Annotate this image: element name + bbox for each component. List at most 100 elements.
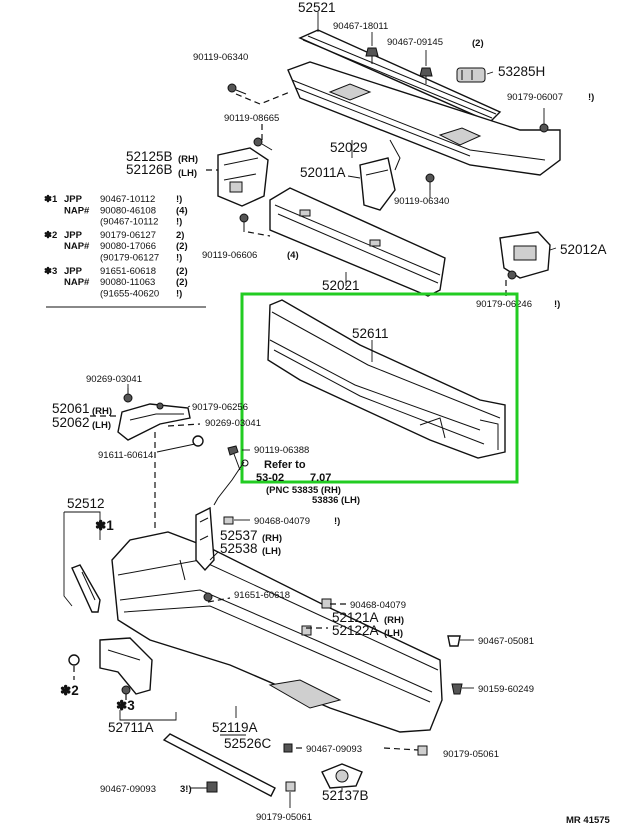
bracket-53285H	[456, 67, 486, 83]
label-mark-2: ✽2	[60, 683, 79, 698]
clip-91611-60614	[192, 435, 204, 447]
label-90269-03041-a: 90269-03041	[86, 374, 142, 385]
legend-region: JPP	[64, 194, 83, 205]
label-09145-qty: (2)	[472, 38, 484, 49]
label-52012A: 52012A	[560, 242, 607, 257]
bumper-arm-52029	[287, 61, 561, 176]
label-90468-04079-b: 90468-04079	[350, 600, 406, 611]
nut-90179-05061-a	[417, 745, 428, 756]
label-52062: 52062	[52, 415, 90, 430]
label-91611-60614: 91611-60614	[98, 450, 153, 461]
legend-region: NAP#	[64, 205, 90, 216]
label-52537: 52537	[220, 528, 258, 543]
label-90467-18011: 90467-18011	[333, 21, 388, 32]
legend-mark: ✽2	[44, 230, 57, 241]
label-52119A: 52119A	[212, 720, 258, 735]
label-52122A: 52122A	[332, 623, 379, 638]
lower-leader-lines	[63, 511, 474, 808]
legend-region: NAP#	[64, 241, 90, 252]
screw-90468-04079-b	[321, 598, 332, 609]
label-mark-3: ✽3	[116, 698, 135, 713]
legend-part: (90179-06127	[100, 253, 159, 264]
label-90119-06340-b: 90119-06340	[394, 196, 449, 207]
bolt-90119-06340-b	[425, 173, 435, 190]
extension-52121A	[301, 625, 312, 636]
legend-mark: ✽1	[44, 194, 58, 205]
bolt-91651-60618	[203, 592, 213, 602]
legend-qty: (2)	[176, 241, 188, 252]
figure-code: MR 41575	[566, 815, 611, 823]
legend-qty: (2)	[176, 277, 188, 288]
label-90119-06340-a: 90119-06340	[193, 52, 248, 63]
clip-90467-09145	[419, 67, 433, 84]
reinforcement-52021	[269, 187, 446, 297]
bracket-52137B	[321, 763, 363, 789]
label-90179-06256: 90179-06256	[192, 402, 248, 413]
screw-90467-05081	[447, 635, 461, 647]
refer-pnc-text: (PNC 53835 (RH)	[266, 485, 341, 496]
legend-mark: ✽3	[44, 266, 57, 277]
label-52125B-rh: (RH)	[178, 154, 198, 165]
label-52137B: 52137B	[322, 788, 369, 803]
legend-part: 91651-60618	[100, 266, 156, 277]
legend-region: NAP#	[64, 277, 90, 288]
label-52126B: 52126B	[126, 162, 173, 177]
label-53285H: 53285H	[498, 64, 545, 79]
legend-part: (91655-40620	[100, 288, 159, 299]
label-06007-qty: !)	[588, 92, 594, 103]
label-90179-05061-a: 90179-05061	[443, 749, 499, 760]
label-90179-06246: 90179-06246	[476, 299, 532, 310]
label-52061: 52061	[52, 401, 90, 416]
top-leader-lines	[206, 12, 557, 296]
label-90119-08665: 90119-08665	[224, 113, 279, 124]
legend-qty: !)	[176, 217, 182, 228]
bolt-90119-06340-a	[227, 83, 247, 95]
refer-page-b-text: 7.07	[310, 472, 331, 484]
legend-part: 90080-46108	[100, 205, 156, 216]
legend-part: 90467-10112	[100, 194, 155, 205]
label-52126B-lh: (LH)	[178, 168, 197, 179]
refer-to-text: Refer to	[264, 459, 306, 471]
label-52062-lh: (LH)	[92, 420, 111, 431]
legend-qty: (4)	[176, 205, 188, 216]
label-06246-qty: !)	[554, 299, 560, 310]
refer-page-text: 53-02	[256, 472, 284, 484]
label-52526C: 52526C	[224, 736, 272, 751]
energy-absorber-52611	[267, 299, 506, 459]
screw-90467-18011	[365, 47, 379, 64]
label-52121A: 52121A	[332, 610, 379, 625]
link-rod	[213, 459, 249, 506]
legend-part: (90467-10112	[100, 217, 158, 228]
clip-90467-09093-a	[283, 743, 293, 753]
mud-guard-52711A	[68, 637, 153, 695]
label-52512: 52512	[67, 496, 105, 511]
label-91651-60618: 91651-60618	[234, 590, 290, 601]
label-52011A: 52011A	[300, 165, 346, 180]
label-90467-09145: 90467-09145	[387, 37, 443, 48]
label-52122A-lh: (LH)	[384, 628, 403, 639]
clip-90467-09093-b	[206, 781, 218, 793]
label-52121A-rh: (RH)	[384, 615, 404, 626]
label-52521: 52521	[298, 0, 336, 15]
label-90468-04079-a: 90468-04079	[254, 516, 310, 527]
legend-region: JPP	[64, 230, 83, 241]
moulding-52526C	[162, 733, 276, 797]
legend-qty: !)	[176, 194, 182, 205]
label-90467-05081: 90467-05081	[478, 636, 534, 647]
screw-90159-60249	[451, 683, 463, 695]
label-52611: 52611	[352, 326, 389, 341]
label-90119-06388: 90119-06388	[254, 445, 309, 456]
label-90159-60249: 90159-60249	[478, 684, 534, 695]
label-52029: 52029	[330, 140, 368, 155]
refer-pnc-b-text: 53836 (LH)	[312, 495, 360, 506]
label-90467-09093-a: 90467-09093	[306, 744, 362, 755]
nut-90179-06246	[507, 270, 517, 280]
legend-qty: !)	[176, 288, 182, 299]
bracket-52011A	[359, 157, 396, 211]
stay-52061	[117, 388, 191, 441]
label-52125B: 52125B	[126, 149, 173, 164]
bolt-90119-06606	[239, 213, 249, 232]
label-90179-05061-b: 90179-05061	[256, 812, 312, 823]
